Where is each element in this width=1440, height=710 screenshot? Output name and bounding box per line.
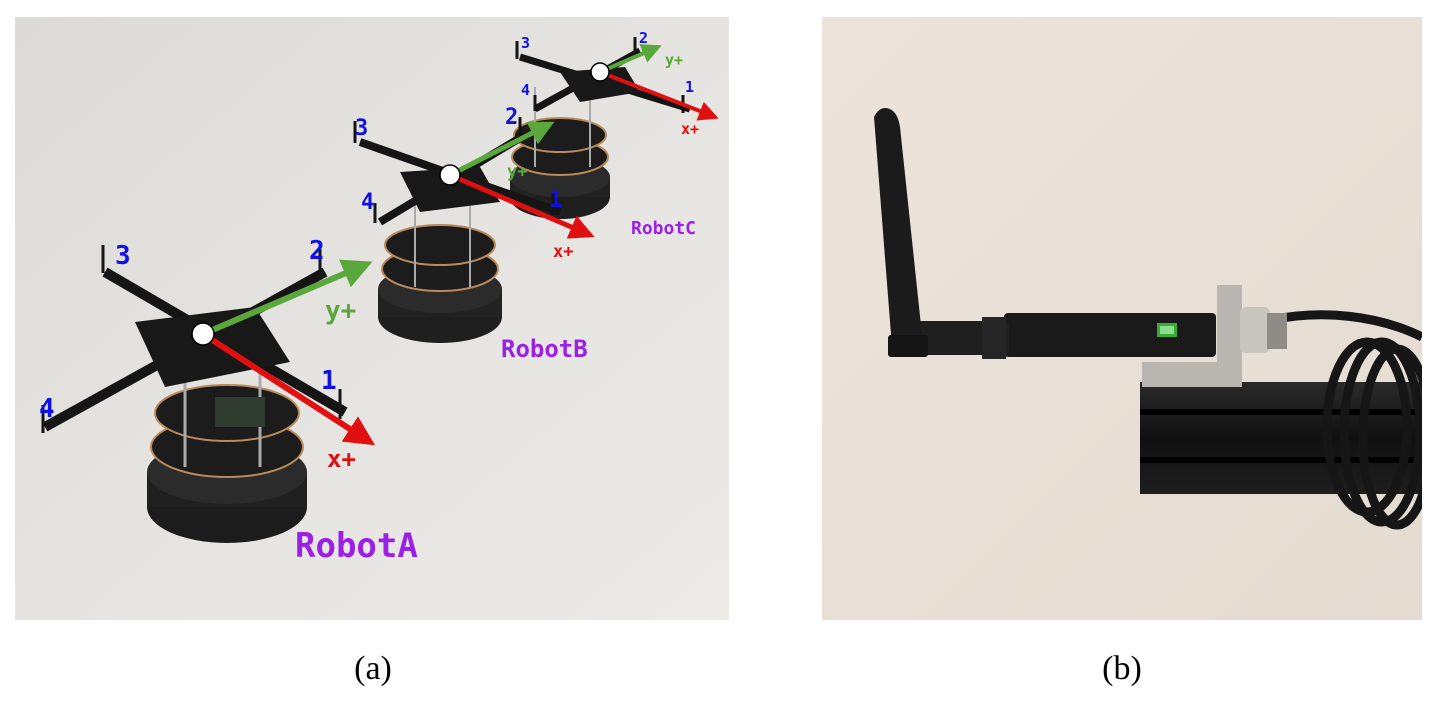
robot-a-antenna-2-label: 2 (309, 236, 325, 266)
aluminum-rail (1140, 382, 1422, 494)
antenna-adapter-drawing (822, 17, 1422, 620)
robot-b-y-axis-label: y+ (507, 162, 527, 182)
robot-b-antenna-3-label: 3 (355, 116, 368, 141)
robot-b-x-axis-label: x+ (553, 242, 573, 262)
robots-photo: RobotA x+ y+ 1 2 3 4 RobotB x+ y+ 1 2 3 … (15, 17, 729, 620)
robot-c (510, 37, 719, 219)
robot-b-antenna-2-label: 2 (505, 105, 518, 130)
robot-c-x-axis-label: x+ (681, 120, 699, 138)
robot-a-label: RobotA (295, 526, 418, 566)
cable-coil (1260, 310, 1422, 530)
robot-c-y-axis-label: y+ (665, 51, 683, 69)
robot-c-label: RobotC (631, 218, 696, 239)
robot-c-antenna-1-label: 1 (685, 78, 694, 96)
robot-b (353, 117, 595, 343)
robot-a-y-axis-label: y+ (325, 296, 356, 326)
caption-a: (a) (354, 650, 392, 687)
robot-b-antenna-4-label: 4 (361, 190, 374, 215)
robot-a-antenna-1-label: 1 (321, 366, 337, 396)
robot-a-antenna-4-label: 4 (39, 394, 55, 424)
antenna (874, 108, 922, 347)
robot-a-antenna-3-label: 3 (115, 241, 131, 271)
robot-c-antenna-4-label: 4 (521, 81, 530, 99)
robot-c-antenna-2-label: 2 (639, 29, 648, 47)
robots-photo-drawing: RobotA x+ y+ 1 2 3 4 RobotB x+ y+ 1 2 3 … (15, 17, 729, 620)
robot-a (41, 245, 376, 543)
usb-adapter (1004, 313, 1216, 357)
mounting-bracket (1142, 285, 1242, 387)
robot-b-label: RobotB (501, 335, 588, 363)
robot-b-antenna-1-label: 1 (549, 188, 562, 213)
robot-a-x-axis-label: x+ (327, 445, 356, 473)
robot-c-antenna-3-label: 3 (521, 34, 530, 52)
caption-b: (b) (1102, 650, 1142, 687)
antenna-adapter-photo (822, 17, 1422, 620)
